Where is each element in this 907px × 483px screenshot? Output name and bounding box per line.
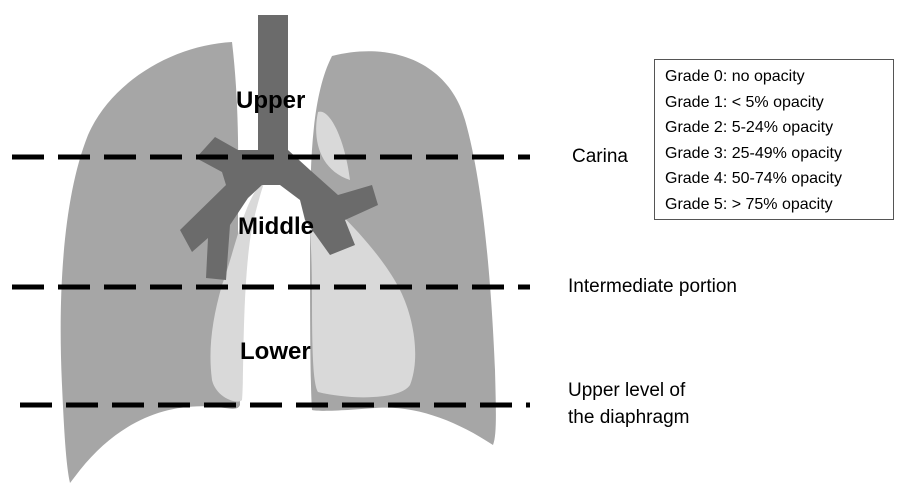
grade-item: Grade 2: 5-24% opacity (665, 115, 893, 141)
carina-label: Carina (572, 143, 628, 170)
grade-item: Grade 4: 50-74% opacity (665, 166, 893, 192)
grade-item: Grade 0: no opacity (665, 64, 893, 90)
zone-upper-label: Upper (236, 87, 305, 115)
zone-middle-label: Middle (238, 213, 314, 241)
diaphragm-label: Upper level of the diaphragm (568, 377, 689, 431)
grade-item: Grade 1: < 5% opacity (665, 90, 893, 116)
zone-lower-label: Lower (240, 338, 311, 366)
grade-legend: Grade 0: no opacity Grade 1: < 5% opacit… (654, 59, 894, 220)
grade-item: Grade 3: 25-49% opacity (665, 141, 893, 167)
trachea (258, 15, 288, 155)
carina-text: Carina (572, 143, 628, 170)
diaphragm-text-line1: Upper level of (568, 377, 689, 404)
grade-item: Grade 5: > 75% opacity (665, 192, 893, 218)
intermediate-text: Intermediate portion (568, 273, 737, 300)
diaphragm-text-line2: the diaphragm (568, 404, 689, 431)
intermediate-label: Intermediate portion (568, 273, 737, 300)
